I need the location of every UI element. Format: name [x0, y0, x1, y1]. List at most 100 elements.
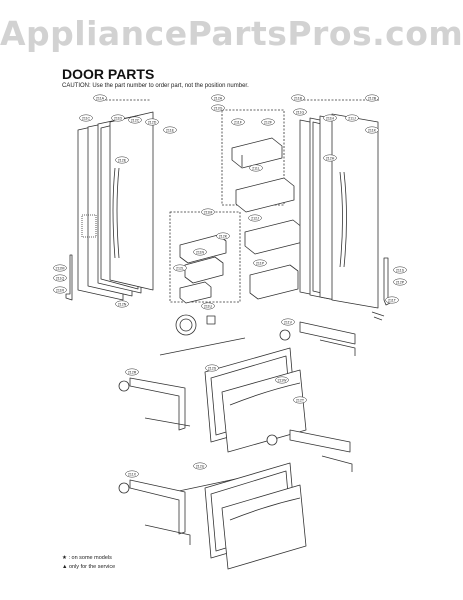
part-callout: 212P	[393, 278, 407, 286]
lower-drawer-cap-left	[118, 482, 130, 494]
part-callout-label: 211P	[256, 261, 265, 265]
part-callout: 212U	[193, 462, 207, 470]
upper-drawer-handle	[229, 382, 301, 406]
right-door-assembly	[299, 99, 393, 321]
part-callout: 212C	[128, 116, 142, 124]
part-callout-label: 211L	[252, 166, 260, 170]
part-callout: 212M	[53, 264, 67, 272]
part-callout-label: 212E	[118, 158, 127, 162]
part-callout-label: 211S	[396, 268, 405, 272]
part-callout: 211W	[275, 376, 289, 384]
part-callout: 212L	[173, 264, 187, 272]
part-callout-label: 211K	[368, 128, 377, 132]
part-callout-label: 211F	[234, 120, 243, 124]
bin-left-b	[184, 256, 224, 284]
watermark-text: AppliancePartsPros.com	[0, 14, 463, 53]
part-callout: 212G	[211, 104, 225, 112]
part-callout: 211J	[345, 114, 359, 122]
lower-drawer-assembly	[118, 429, 353, 570]
part-callout: 211V	[281, 318, 295, 326]
part-callout-label: 211W	[277, 378, 287, 382]
part-callout-label: 212F	[264, 120, 273, 124]
part-callout-label: 211M	[204, 210, 213, 214]
upper-drawer-rail-bar	[159, 337, 246, 356]
right-door-panel	[331, 113, 379, 309]
part-callout-label: 212N	[118, 302, 127, 306]
part-callout-label: 212D	[148, 120, 157, 124]
part-callout-label: 212G	[214, 106, 223, 110]
part-callout-label: 212R	[128, 370, 137, 374]
part-callout-label: 211R	[56, 288, 65, 292]
page-title: DOOR PARTS	[62, 66, 155, 82]
part-callout: 212T	[293, 396, 307, 404]
part-callout: 212N	[115, 300, 129, 308]
part-callout: 211P	[253, 259, 267, 267]
part-callout: 211K	[365, 126, 379, 134]
left-door-label-plate	[81, 214, 97, 238]
ice-dispenser-ring	[175, 314, 197, 336]
part-callout-label: 212L	[176, 266, 184, 270]
bin-middle-a	[235, 177, 295, 213]
upper-drawer-assembly	[118, 321, 356, 453]
part-callout-label: 212C	[131, 118, 140, 122]
bin-middle-b	[244, 219, 304, 255]
bin-upper	[231, 137, 283, 169]
part-callout-label: 212J	[251, 216, 259, 220]
part-callouts: 211A 212A 211B 212B 211C 211D 212C 212D 211E 212E…	[53, 94, 407, 478]
part-callout-label: 212P	[396, 280, 405, 284]
part-callout: 211C	[79, 114, 93, 122]
part-callout-label: 211T	[388, 298, 397, 302]
part-callout-label: 212M	[56, 266, 65, 270]
right-door-handle	[339, 171, 347, 268]
part-callout-label: 212S	[208, 366, 217, 370]
upper-drawer-cap-left	[118, 380, 130, 392]
part-callout: 211F	[231, 118, 245, 126]
left-door-assembly	[65, 99, 154, 301]
upper-drawer-cap-right	[279, 329, 291, 341]
left-door-inner-panel	[109, 111, 154, 291]
lower-drawer-slide-right	[289, 429, 351, 453]
part-callout: 211N	[193, 248, 207, 256]
part-callout-label: 211C	[82, 116, 91, 120]
part-callout: 211L	[249, 164, 263, 172]
part-callout: 211U	[201, 302, 215, 310]
part-callout-label: 211B	[294, 96, 303, 100]
part-callout: 211B	[291, 94, 305, 102]
part-callout-label: 211J	[348, 116, 356, 120]
lower-drawer-cap-right	[266, 434, 278, 446]
part-callout: 212E	[115, 156, 129, 164]
part-callout-label: 212H	[326, 156, 335, 160]
right-hinge-pin	[371, 311, 385, 321]
part-callout-label: 211E	[166, 128, 175, 132]
part-callout: 211R	[53, 286, 67, 294]
legend-service-only: ▲ only for the service	[62, 564, 116, 570]
part-callout-label: 212U	[196, 464, 205, 468]
part-callout: 211M	[201, 208, 215, 216]
part-callout-label: 211U	[204, 304, 213, 308]
part-callout: 211H	[323, 114, 337, 122]
part-callout-label: 211Q	[56, 276, 65, 280]
legend-some-models: ★ : on some models	[62, 555, 112, 561]
part-callout: 212A	[211, 94, 225, 102]
part-callout: 211T	[385, 296, 399, 304]
caution-note: CAUTION: Use the part number to order pa…	[62, 83, 249, 89]
part-callout-label: 211H	[326, 116, 335, 120]
part-callout: 211Q	[53, 274, 67, 282]
part-callout: 211E	[163, 126, 177, 134]
part-callout: 211G	[293, 108, 307, 116]
upper-drawer-front	[221, 369, 307, 453]
part-callout-label: 212B	[368, 96, 377, 100]
part-callout: 211S	[393, 266, 407, 274]
part-callout-label: 212A	[214, 96, 223, 100]
part-callout: 212F	[261, 118, 275, 126]
part-callout: 212J	[248, 214, 262, 222]
part-callout: 211A	[93, 94, 107, 102]
part-callout-label: 211D	[114, 116, 123, 120]
part-callout: 212D	[145, 118, 159, 126]
part-callout-label: 211A	[96, 96, 105, 100]
part-callout: 211D	[111, 114, 125, 122]
bin-lower	[249, 264, 299, 300]
part-callout-label: 211X	[128, 472, 137, 476]
part-callout-label: 211N	[196, 250, 205, 254]
lower-drawer-slide-left	[129, 479, 186, 535]
